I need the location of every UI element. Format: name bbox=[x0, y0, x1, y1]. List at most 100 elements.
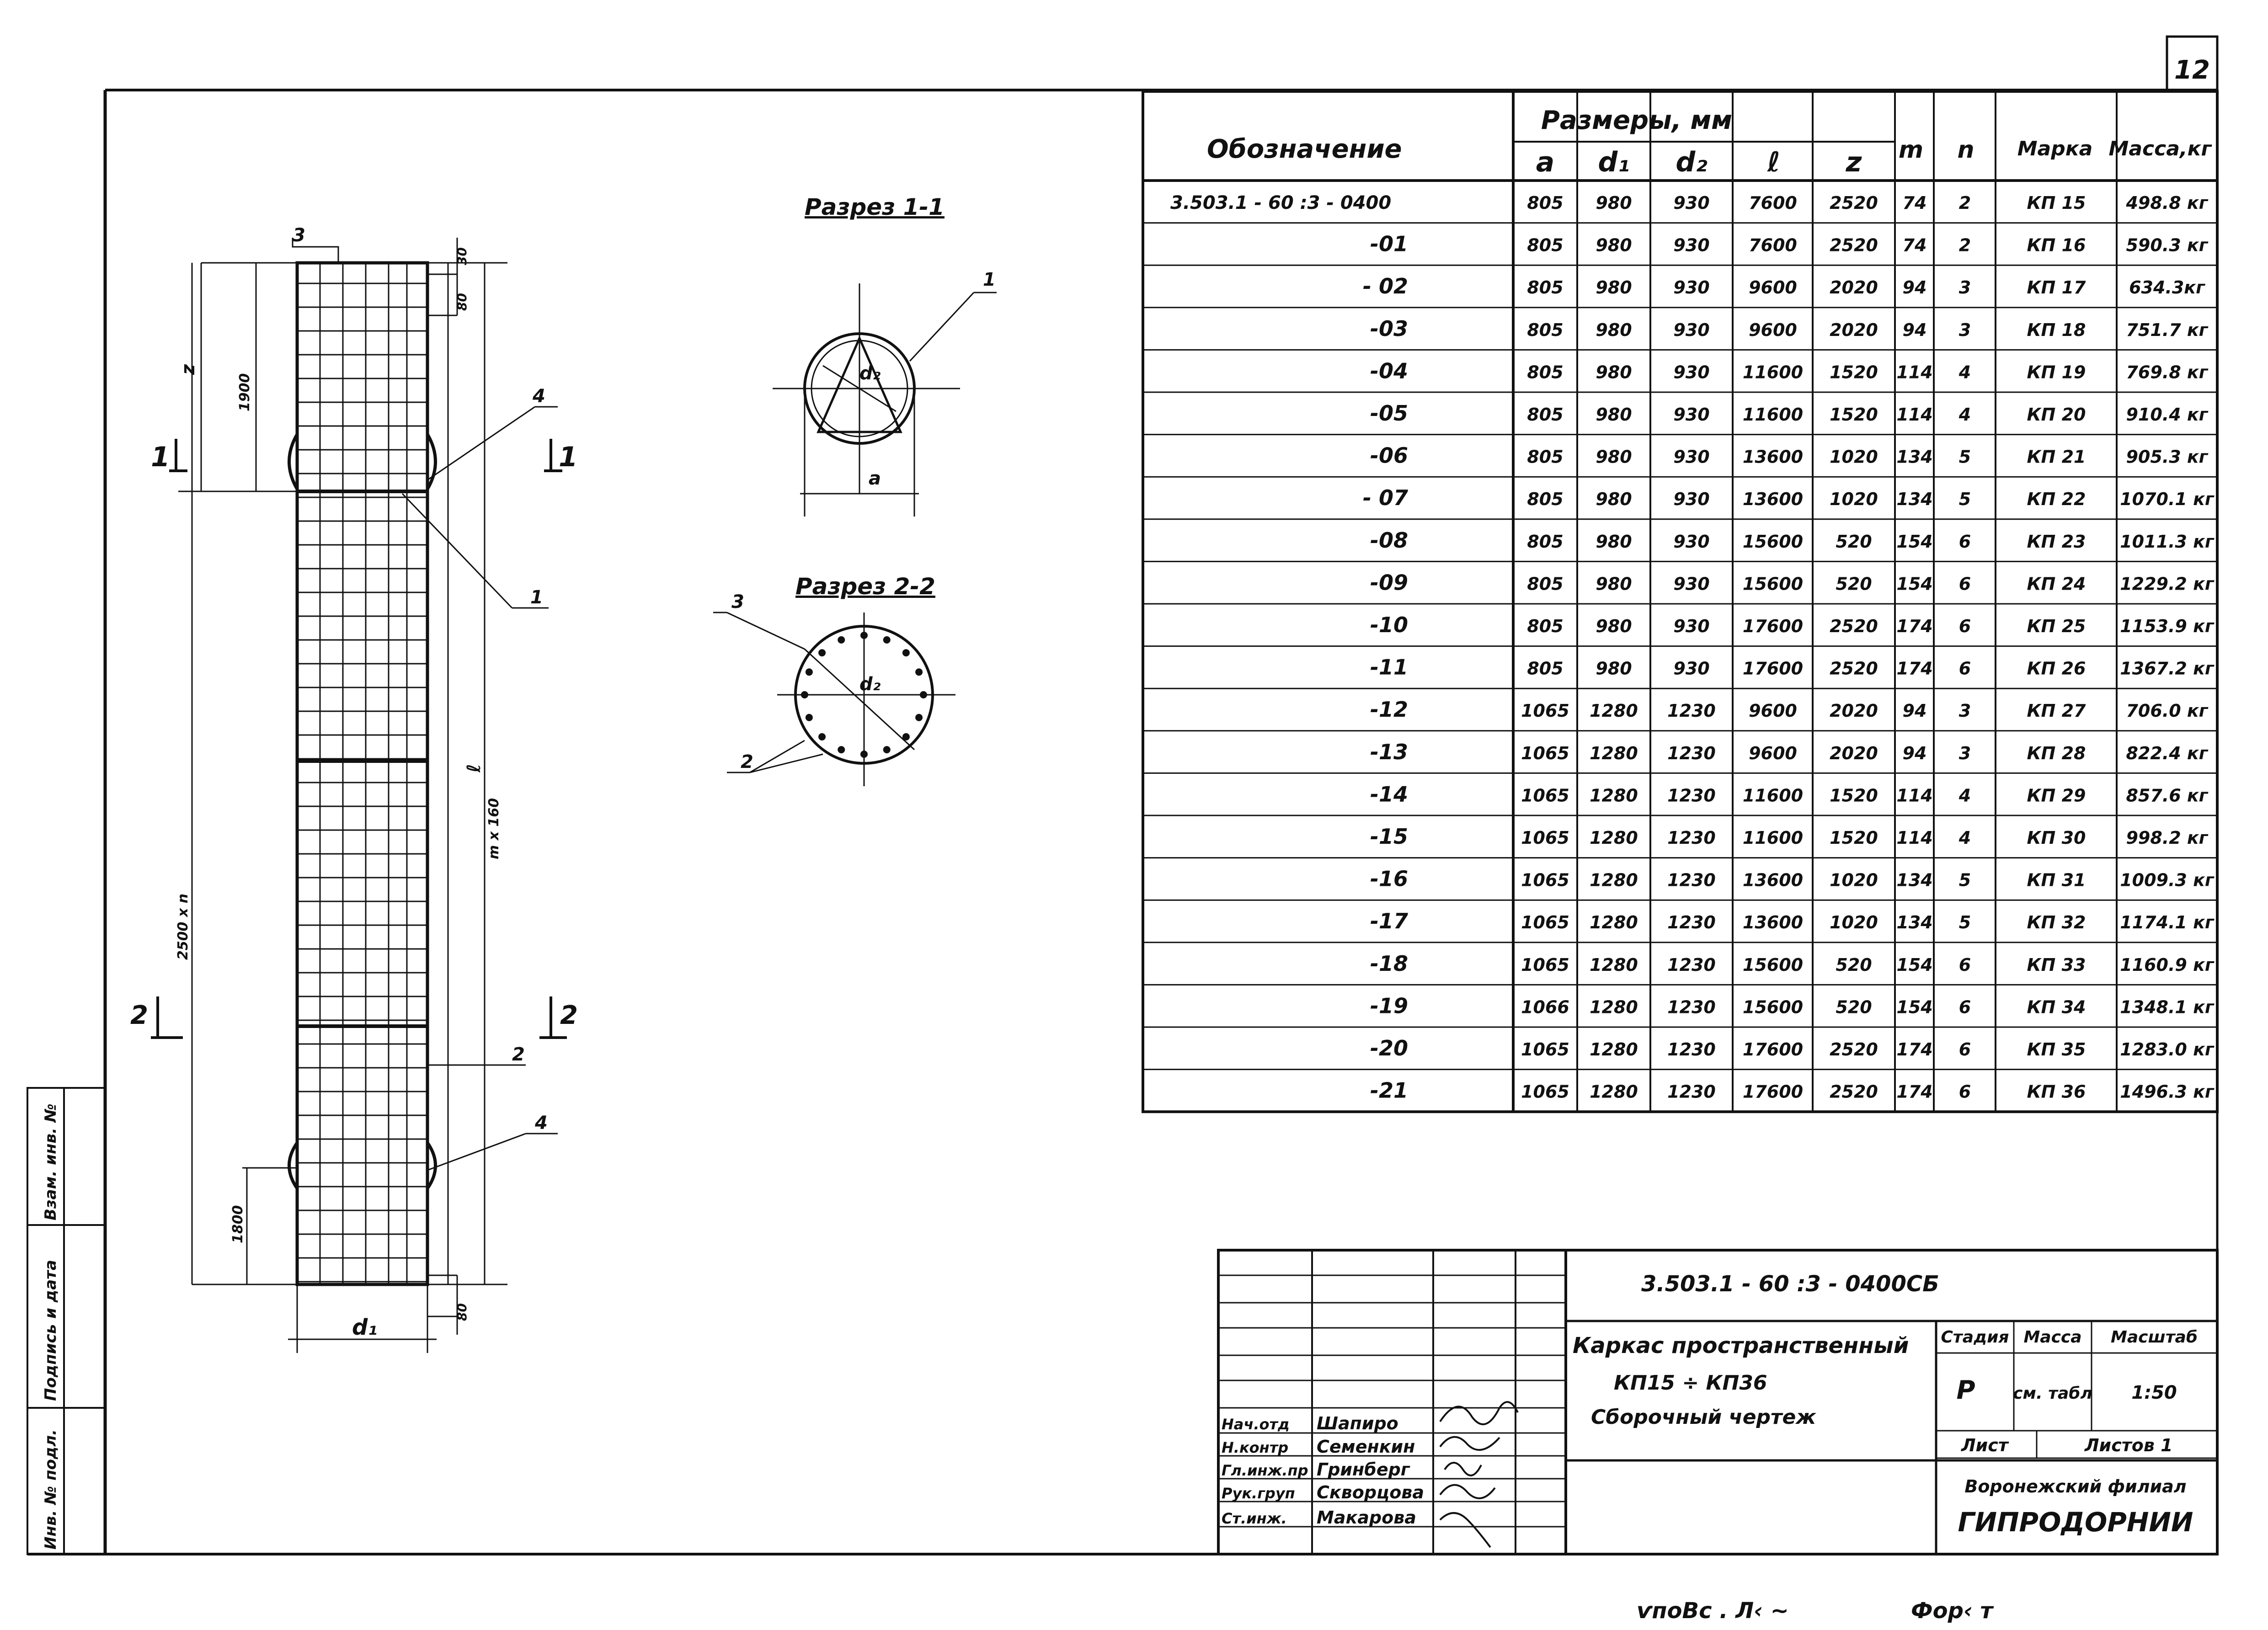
row-cell: 5 bbox=[1959, 447, 1971, 467]
rebar-dot bbox=[915, 714, 923, 721]
row-cell: 1280 bbox=[1590, 912, 1638, 932]
section-1-a-label: a bbox=[869, 468, 881, 489]
staff-role: Гл.инж.пр bbox=[1222, 1462, 1308, 1479]
row-cell: 805 bbox=[1527, 405, 1563, 425]
row-cell: 5 bbox=[1959, 489, 1971, 509]
title-block bbox=[1217, 1249, 2219, 1555]
row-cell: 930 bbox=[1673, 277, 1709, 298]
row-cell: 980 bbox=[1596, 235, 1632, 256]
row-cell: 520 bbox=[1836, 955, 1872, 975]
row-cell: 805 bbox=[1527, 616, 1563, 636]
row-cell: 706.0 кг bbox=[2126, 701, 2208, 721]
row-cell: 6 bbox=[1959, 616, 1971, 636]
row-cell: 805 bbox=[1527, 489, 1563, 509]
dim-m160-label: m x 160 bbox=[486, 798, 502, 859]
row-cell: КП 28 bbox=[2027, 743, 2086, 763]
row-cell: 1174.1 кг bbox=[2120, 912, 2215, 932]
row-cell: 822.4 кг bbox=[2126, 743, 2208, 763]
row-cell: КП 27 bbox=[2027, 701, 2087, 721]
row-cell: 1230 bbox=[1667, 1039, 1716, 1060]
row-cell: 1065 bbox=[1521, 955, 1569, 975]
row-cell: 1020 bbox=[1830, 870, 1878, 890]
row-cell: КП 19 bbox=[2027, 362, 2086, 382]
row-cell: 114 bbox=[1896, 828, 1932, 848]
row-cell: 930 bbox=[1673, 405, 1709, 425]
dim-z-label: z bbox=[178, 364, 199, 375]
row-cell: 498.8 кг bbox=[2125, 193, 2208, 213]
row-cell: 2520 bbox=[1830, 659, 1878, 679]
row-cell: 4 bbox=[1958, 405, 1971, 425]
row-cell: 9600 bbox=[1749, 701, 1797, 721]
sheets-label: Листов 1 bbox=[2084, 1435, 2173, 1455]
row-cell: 1367.2 кг bbox=[2120, 659, 2215, 679]
row-cell: 751.7 кг bbox=[2126, 320, 2208, 340]
row-cell: 980 bbox=[1596, 574, 1632, 594]
row-cell: 1230 bbox=[1667, 785, 1716, 805]
spec-table: Обозначение Размеры, мм a d₁ d₂ ℓ z m n … bbox=[1142, 90, 2219, 1113]
section-2-callout-3: 3 bbox=[731, 591, 744, 613]
row-cell: 1520 bbox=[1830, 785, 1878, 805]
row-cell: КП 25 bbox=[2027, 616, 2086, 636]
row-cell: 590.3 кг bbox=[2126, 235, 2208, 256]
row-cell: 154 bbox=[1896, 532, 1932, 552]
row-cell: 520 bbox=[1836, 997, 1872, 1017]
header-n: n bbox=[1957, 136, 1974, 164]
dim-l-label: ℓ bbox=[464, 764, 485, 773]
row-cell: КП 18 bbox=[2027, 320, 2086, 340]
row-cell: 634.3кг bbox=[2129, 277, 2205, 298]
row-cell: 1280 bbox=[1590, 785, 1638, 805]
row-designation: -13 bbox=[1370, 740, 1408, 764]
row-designation: -14 bbox=[1370, 782, 1408, 806]
row-cell: 998.2 кг bbox=[2126, 828, 2208, 848]
row-cell: 1520 bbox=[1830, 828, 1878, 848]
staff-role: Н.контр bbox=[1222, 1439, 1288, 1456]
row-cell: 805 bbox=[1527, 320, 1563, 340]
staff-name: Шапиро bbox=[1317, 1413, 1398, 1433]
row-cell: 769.8 кг bbox=[2126, 362, 2208, 382]
row-cell: 805 bbox=[1527, 574, 1563, 594]
row-cell: 6 bbox=[1959, 659, 1971, 679]
cage-elevation bbox=[151, 238, 567, 1353]
rebar-dot bbox=[818, 733, 826, 740]
row-cell: 134 bbox=[1896, 447, 1932, 467]
row-cell: 1065 bbox=[1521, 743, 1569, 763]
row-cell: КП 35 bbox=[2027, 1039, 2086, 1060]
row-cell: 2520 bbox=[1830, 235, 1878, 256]
row-cell: 2020 bbox=[1830, 743, 1878, 763]
row-cell: 11600 bbox=[1743, 405, 1803, 425]
header-z: z bbox=[1846, 146, 1862, 178]
row-cell: 11600 bbox=[1743, 785, 1803, 805]
row-cell: 154 bbox=[1896, 997, 1932, 1017]
header-m: m bbox=[1899, 136, 1923, 164]
row-designation: -01 bbox=[1370, 232, 1408, 256]
row-cell: 930 bbox=[1673, 489, 1709, 509]
staff-name: Скворцова bbox=[1317, 1482, 1424, 1502]
row-cell: 1230 bbox=[1667, 701, 1716, 721]
header-l: ℓ bbox=[1767, 146, 1780, 178]
row-cell: КП 21 bbox=[2027, 447, 2086, 467]
cut-1-right-label: 1 bbox=[559, 441, 578, 473]
row-cell: КП 26 bbox=[2027, 659, 2086, 679]
scale-value: 1:50 bbox=[2131, 1382, 2177, 1403]
side-label-replace: Взам. инв. № bbox=[42, 1103, 60, 1220]
row-designation: -03 bbox=[1370, 316, 1408, 341]
row-cell: 1280 bbox=[1590, 828, 1638, 848]
cage-mesh bbox=[297, 263, 427, 1284]
row-cell: 114 bbox=[1896, 405, 1932, 425]
row-cell: 3 bbox=[1959, 701, 1971, 721]
row-cell: КП 34 bbox=[2027, 997, 2086, 1017]
row-cell: 2020 bbox=[1830, 277, 1878, 298]
row-cell: 3 bbox=[1959, 320, 1971, 340]
cut-2-right-label: 2 bbox=[560, 1001, 578, 1030]
row-designation: -12 bbox=[1370, 697, 1408, 722]
